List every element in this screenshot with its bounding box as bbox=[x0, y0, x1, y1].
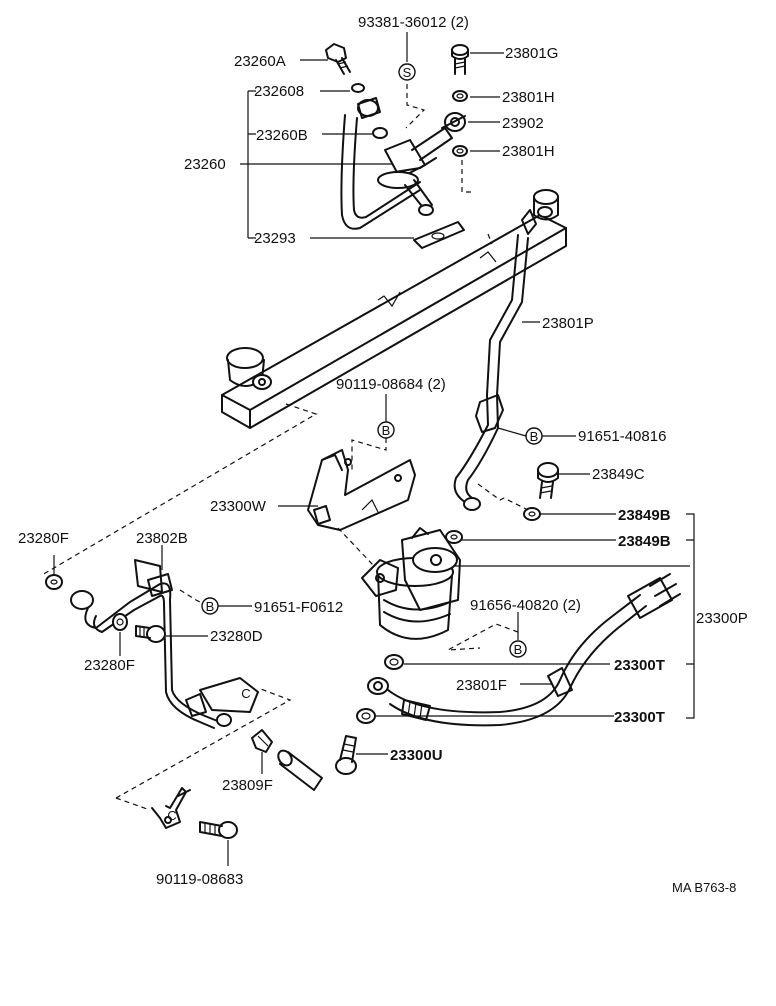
label-23802b: 23802B bbox=[136, 530, 188, 547]
label-91651-40816: 91651-40816 bbox=[578, 428, 666, 445]
clamp-23809f bbox=[251, 729, 273, 753]
label-93381-36012: 93381-36012 (2) bbox=[358, 14, 469, 31]
svg-text:S: S bbox=[403, 65, 412, 80]
label-232608: 232608 bbox=[254, 83, 304, 100]
labels: 93381-36012 (2) 23260A 23801G 232608 238… bbox=[18, 14, 748, 895]
svg-text:C: C bbox=[167, 808, 176, 823]
union-bolt-23280d bbox=[135, 625, 166, 643]
union-bolt-23300u bbox=[335, 735, 357, 775]
symbol-c-bracket: C bbox=[167, 808, 176, 823]
label-23293: 23293 bbox=[254, 230, 296, 247]
union-bolt-23849c bbox=[537, 462, 559, 499]
label-23801h-top: 23801H bbox=[502, 89, 555, 106]
gasket-23280f-left bbox=[45, 574, 63, 590]
label-23260: 23260 bbox=[184, 156, 226, 173]
symbol-b-91651-40816: B bbox=[525, 427, 543, 445]
svg-text:B: B bbox=[206, 599, 215, 614]
label-23260a: 23260A bbox=[234, 53, 286, 70]
gasket-23300t-1 bbox=[384, 654, 404, 670]
label-reference-code: MA B763-8 bbox=[672, 880, 736, 895]
symbol-b-91651-f0612: B bbox=[201, 597, 219, 615]
fuel-pipe-23801p bbox=[453, 234, 529, 511]
bracket-23300w bbox=[307, 449, 416, 531]
hose-23801f bbox=[367, 573, 681, 727]
label-23300p: 23300P bbox=[696, 610, 748, 627]
label-23849b-1: 23849B bbox=[618, 507, 671, 524]
label-91656-40820: 91656-40820 (2) bbox=[470, 597, 581, 614]
gasket-23300t-2 bbox=[356, 708, 376, 724]
cold-start-injector-assembly bbox=[340, 83, 466, 249]
symbol-s: S bbox=[398, 63, 416, 81]
svg-text:B: B bbox=[514, 642, 523, 657]
label-23801h-mid: 23801H bbox=[502, 143, 555, 160]
fuel-delivery-pipe bbox=[221, 189, 567, 429]
label-23801g: 23801G bbox=[505, 45, 558, 62]
bolt-23801g bbox=[451, 44, 469, 75]
svg-text:C: C bbox=[241, 686, 250, 701]
gasket-23849b-2 bbox=[445, 530, 463, 544]
label-23300t-1: 23300T bbox=[614, 657, 665, 674]
fuel-pipe-23802b bbox=[70, 559, 259, 729]
label-23300w: 23300W bbox=[210, 498, 267, 515]
label-90119-08683: 90119-08683 bbox=[156, 871, 243, 888]
label-23280f-bottom: 23280F bbox=[84, 657, 135, 674]
hose-piece bbox=[277, 749, 323, 791]
gasket-23280f-bottom bbox=[112, 613, 128, 631]
label-23300u: 23300U bbox=[390, 747, 443, 764]
fuel-filter-23300p bbox=[361, 527, 461, 640]
bracket-bottom bbox=[151, 787, 191, 829]
label-23849b-2: 23849B bbox=[618, 533, 671, 550]
label-90119-08684: 90119-08684 (2) bbox=[336, 376, 446, 393]
label-23849c: 23849C bbox=[592, 466, 645, 483]
label-23801p: 23801P bbox=[542, 315, 594, 332]
assembly-lines bbox=[41, 84, 529, 811]
label-23300t-2: 23300T bbox=[614, 709, 665, 726]
svg-text:B: B bbox=[530, 429, 539, 444]
bolt-90119-08683 bbox=[199, 821, 238, 839]
bolt-23260a bbox=[325, 43, 351, 75]
leader-lines bbox=[53, 32, 695, 866]
label-23280f-left: 23280F bbox=[18, 530, 69, 547]
symbol-b-90119-08684: B bbox=[377, 421, 395, 439]
label-23260b: 23260B bbox=[256, 127, 308, 144]
label-23809f: 23809F bbox=[222, 777, 273, 794]
symbol-b-91656-40820: B bbox=[509, 640, 527, 658]
label-91651-f0612: 91651-F0612 bbox=[254, 599, 343, 616]
label-23902: 23902 bbox=[502, 115, 544, 132]
label-23801f: 23801F bbox=[456, 677, 507, 694]
gasket-23801h-mid bbox=[452, 145, 468, 157]
gasket-23801h-top bbox=[452, 90, 468, 102]
label-23280d: 23280D bbox=[210, 628, 263, 645]
svg-text:B: B bbox=[382, 423, 391, 438]
symbol-c-pipe: C bbox=[241, 686, 250, 701]
